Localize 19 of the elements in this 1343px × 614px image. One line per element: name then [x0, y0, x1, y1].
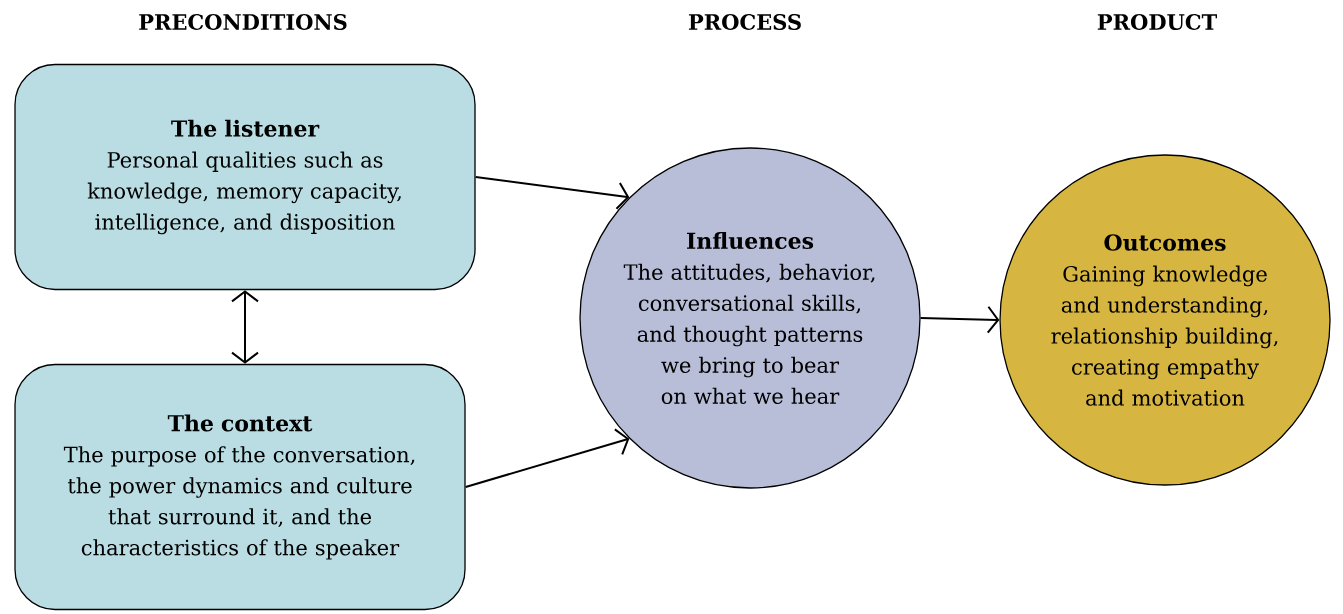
column-heading: PRODUCT [1097, 14, 1217, 30]
column-heading: PRECONDITIONS [139, 14, 347, 30]
node-heading: The context [167, 414, 313, 432]
node-heading: Influences [687, 232, 814, 249]
node-description: The purpose of the conversation, the power dynamics and culture that surround it, and the characteristics of the speaker [63, 446, 415, 560]
rounded-box [14, 363, 466, 611]
node-description: Personal qualities such as knowledge, memory capacity, intelligence, and disposition [87, 151, 401, 235]
node-heading: The listener [171, 119, 320, 137]
node-description: The attitudes, behavior, conversational skills, and thought patterns we bring to bear on what we hear [623, 263, 875, 404]
circle [579, 147, 921, 489]
arrow [919, 305, 1000, 334]
rounded-box [14, 63, 476, 291]
node-heading: Outcomes [1104, 234, 1226, 251]
arrow [474, 176, 630, 210]
arrow [231, 290, 259, 364]
arrow [464, 428, 630, 488]
column-heading: PROCESS [688, 14, 801, 30]
circle [999, 154, 1331, 486]
node-description: Gaining knowledge and understanding, relationship building, creating empathy and motivation [1051, 265, 1278, 406]
